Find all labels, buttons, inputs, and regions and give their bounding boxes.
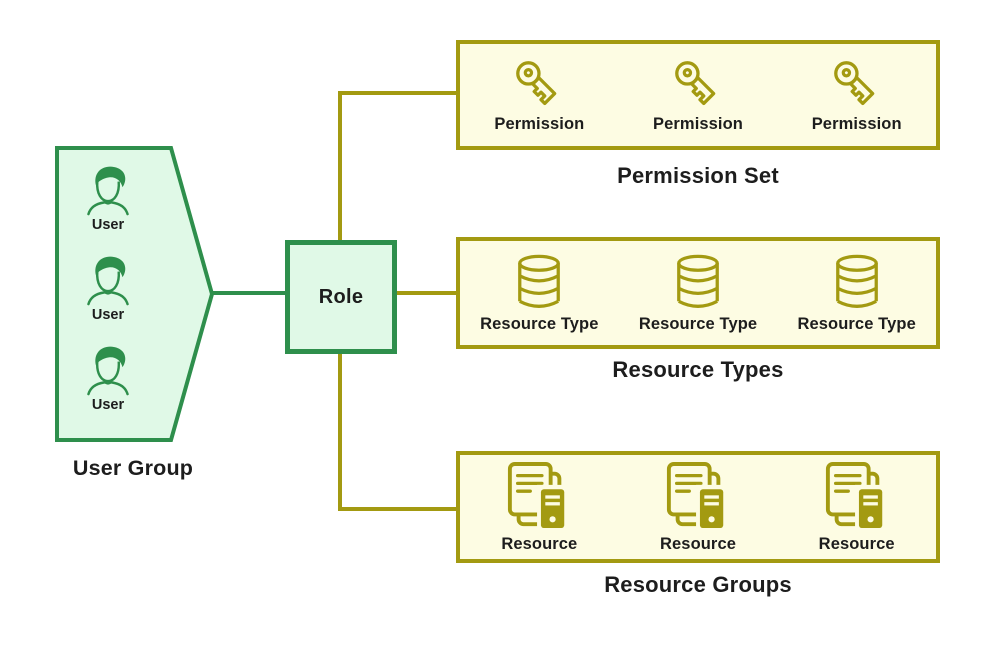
resource-groups-box: Resource Resource: [456, 451, 940, 563]
permission-label: Permission: [494, 114, 585, 133]
resource-label: Resource: [818, 534, 895, 553]
resource-type-label: Resource Type: [797, 314, 916, 333]
user-icon: [87, 256, 129, 306]
connector-role-permissionset-horizontal: [338, 91, 458, 95]
document-server-icon: [825, 461, 887, 533]
permission-label: Permission: [653, 114, 743, 133]
database-icon: [835, 254, 878, 308]
permission-item: Permission: [777, 57, 936, 134]
document-server-icon: [508, 461, 570, 533]
user-label: User: [91, 307, 125, 323]
permission-set-title: Permission Set: [617, 163, 779, 188]
resource-type-label: Resource Type: [638, 314, 758, 333]
permission-set-box: Permission Permission Permission: [456, 40, 940, 150]
resource-item: Resource: [460, 461, 619, 554]
connector-role-resourcegroups-horizontal: [338, 507, 458, 511]
permission-item: Permission: [460, 57, 619, 134]
user-group-shape: User User User: [55, 146, 215, 442]
user-item: User: [55, 252, 161, 323]
connector-role-resourcegroups-vertical: [338, 352, 342, 511]
resource-type-item: Resource Type: [460, 253, 619, 334]
resource-type-label: Resource Type: [480, 314, 599, 333]
resource-types-box: Resource Type Resource Type: [456, 237, 940, 349]
permission-item: Permission: [619, 57, 778, 134]
role-box: Role: [285, 240, 397, 354]
user-label: User: [91, 397, 125, 413]
key-icon: [675, 60, 716, 105]
pentagon-shape: [55, 146, 215, 442]
connector-usergroup-role: [209, 291, 287, 295]
user-group-title: User Group: [72, 456, 194, 480]
resource-type-item: Resource Type: [619, 253, 778, 334]
key-icon: [516, 60, 557, 105]
document-server-icon: [666, 461, 729, 533]
user-icon: [87, 166, 129, 216]
user-item: User: [55, 162, 161, 233]
database-icon: [677, 254, 719, 308]
connector-role-permissionset-vertical: [338, 91, 342, 242]
permission-label: Permission: [811, 114, 902, 133]
resource-item: Resource: [619, 461, 778, 554]
resource-item: Resource: [777, 461, 936, 554]
resource-label: Resource: [660, 534, 737, 553]
connector-role-resourcetypes: [397, 291, 458, 295]
database-icon: [518, 254, 561, 308]
user-label: User: [91, 217, 125, 233]
resource-type-item: Resource Type: [777, 253, 936, 334]
user-icon: [87, 346, 129, 396]
resource-types-title: Resource Types: [612, 357, 784, 382]
user-item: User: [55, 342, 161, 413]
key-icon: [833, 60, 874, 105]
resource-label: Resource: [501, 534, 578, 553]
resource-groups-title: Resource Groups: [604, 572, 792, 597]
